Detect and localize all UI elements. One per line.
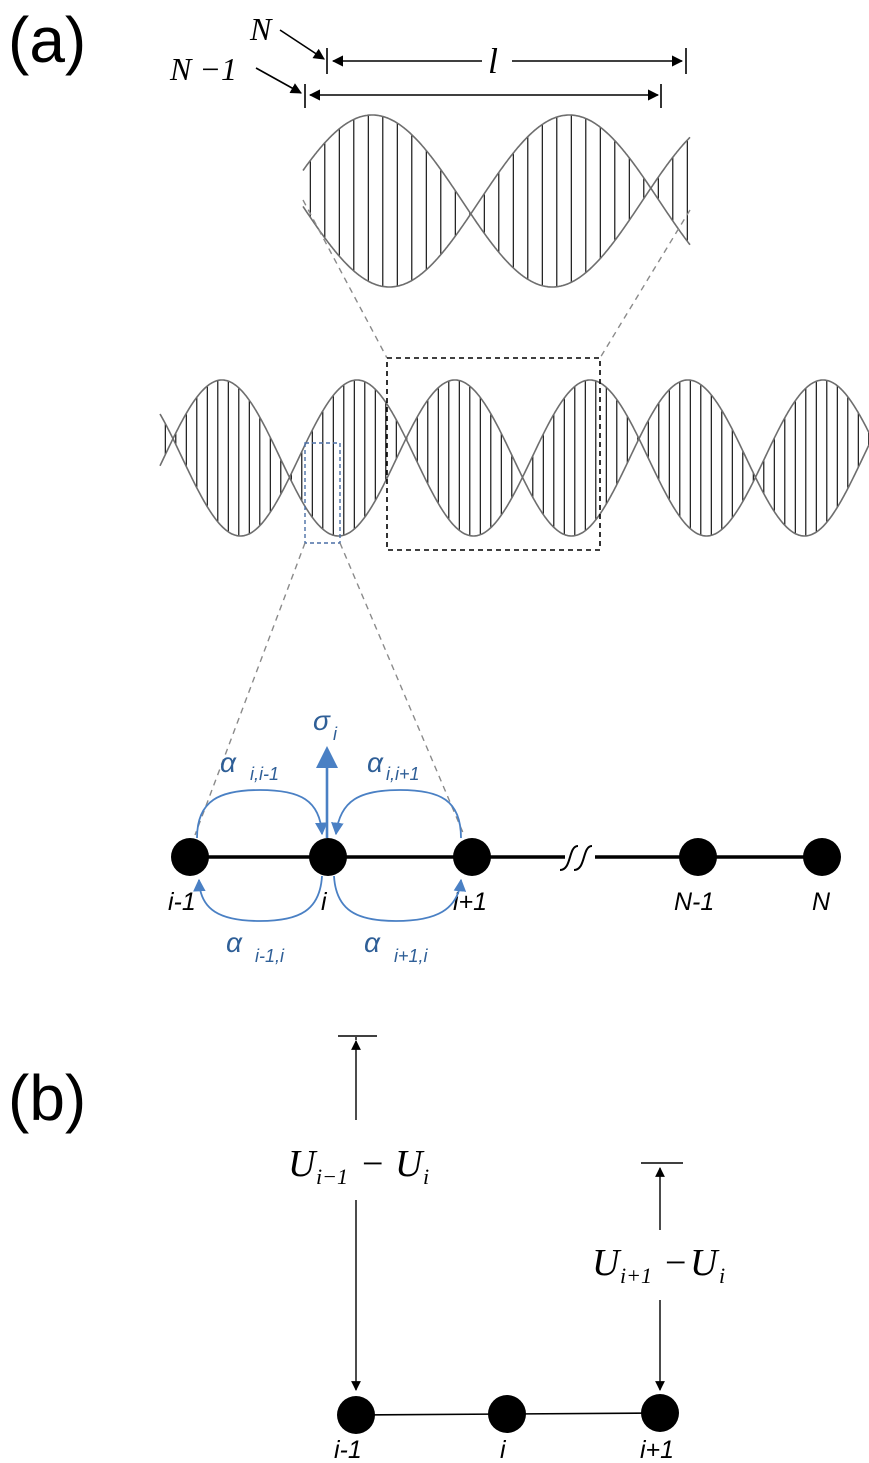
zoom-box-period xyxy=(386,357,601,551)
break-icon xyxy=(559,845,593,871)
panel-b-node-i xyxy=(488,1395,526,1433)
length-label: l xyxy=(488,41,498,81)
label-N-top: N xyxy=(249,11,273,47)
node-N-minus-1 xyxy=(679,838,717,876)
alpha-symbol-3: α xyxy=(226,927,243,958)
arrow-alpha-i-im1 xyxy=(196,789,328,839)
label-N-minus-1-top: N −1 xyxy=(169,51,237,87)
label-sub-i-left: i xyxy=(423,1164,429,1189)
panel-b-label-i: i xyxy=(500,1436,507,1463)
arrow-alpha-i-ip1 xyxy=(331,789,462,839)
node-N xyxy=(803,838,841,876)
alpha-sub-i-ip1: i,i+1 xyxy=(386,764,420,784)
node-label-N-minus-1: N-1 xyxy=(674,888,714,916)
zoom-line-left xyxy=(302,199,388,359)
node-i-minus-1 xyxy=(171,838,209,876)
panel-b-node-i-minus-1 xyxy=(337,1396,375,1434)
panel-b-label-i-minus-1: i-1 xyxy=(334,1436,362,1463)
node-label-N: N xyxy=(812,888,831,916)
node-i xyxy=(309,838,347,876)
panel-b-diagram: U i−1 − U i U i+1 − U i i-1 i i+1 xyxy=(288,1035,725,1463)
label-sub-i-right: i xyxy=(719,1263,725,1288)
coupling-arrows xyxy=(193,746,467,922)
panel-b-label-i-plus-1: i+1 xyxy=(640,1436,674,1463)
chain: i-1 i i+1 N-1 N xyxy=(168,838,841,916)
arrow-sigma-head xyxy=(316,746,338,768)
panel-label-a: (a) xyxy=(8,4,86,76)
alpha-sub-i-im1: i,i-1 xyxy=(250,764,279,784)
length-dimension: l N N −1 xyxy=(169,11,687,108)
long-helix-strand-1 xyxy=(159,379,869,537)
zoom-box-basepair xyxy=(304,442,341,544)
zoomed-helix-hatching xyxy=(309,115,688,287)
alpha-symbol-2: α xyxy=(367,747,384,778)
node-i-plus-1 xyxy=(453,838,491,876)
long-helix xyxy=(159,379,869,537)
label-U-left-2: U xyxy=(395,1143,425,1185)
arrow-alpha-ip1-i xyxy=(333,875,467,922)
alpha-sub-im1-i: i-1,i xyxy=(255,946,285,966)
label-minus-right: − xyxy=(665,1242,686,1284)
panel-b-node-i-plus-1 xyxy=(641,1394,679,1432)
alpha-sub-ip1-i: i+1,i xyxy=(394,946,429,966)
zoomed-helix-strand-2 xyxy=(302,114,691,288)
label-U-left-1: U xyxy=(288,1143,318,1185)
sigma-symbol: σ xyxy=(313,705,331,736)
zoomed-helix-strand-1 xyxy=(302,114,691,288)
alpha-symbol-1: α xyxy=(220,747,237,778)
arrow-alpha-im1-i xyxy=(193,875,323,922)
node-label-i-minus-1: i-1 xyxy=(168,888,196,916)
label-minus-left: − xyxy=(362,1143,383,1185)
zoom-line-chain-right xyxy=(339,542,465,836)
zoom-line-chain-left xyxy=(194,542,306,836)
long-helix-strand-2 xyxy=(159,379,869,537)
long-helix-hatching xyxy=(164,380,869,536)
alpha-symbol-4: α xyxy=(364,927,381,958)
panel-label-b: (b) xyxy=(8,1062,86,1134)
label-U-right-1: U xyxy=(592,1242,622,1284)
sigma-subscript: i xyxy=(333,724,338,744)
node-label-i: i xyxy=(321,888,328,916)
label-sub-im1: i−1 xyxy=(316,1164,348,1189)
label-sub-ip1: i+1 xyxy=(620,1263,652,1288)
label-U-right-2: U xyxy=(690,1242,720,1284)
zoom-line-right xyxy=(599,209,691,359)
zoomed-helix xyxy=(302,114,691,288)
